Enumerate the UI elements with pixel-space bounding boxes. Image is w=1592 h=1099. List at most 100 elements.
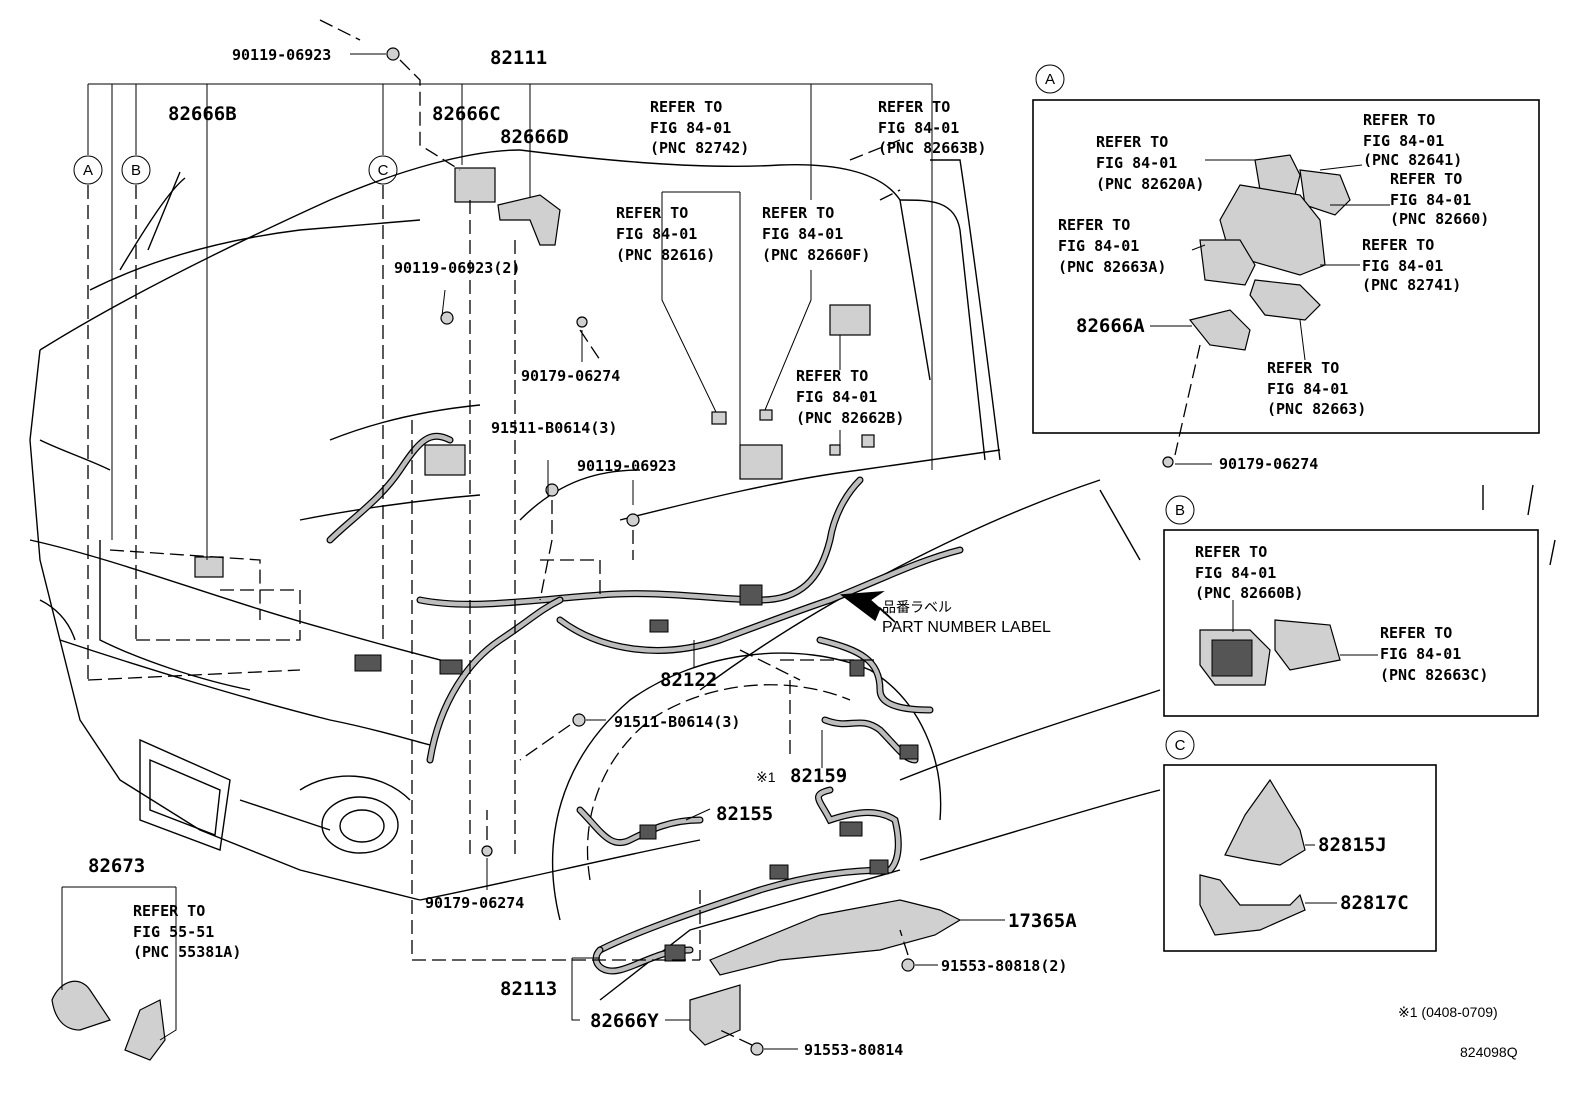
svg-text:FIG 84-01: FIG 84-01	[1363, 132, 1444, 150]
edge-strokes	[1482, 484, 1556, 566]
label-82673: 82673	[88, 855, 145, 877]
svg-text:REFER TO: REFER TO	[1267, 359, 1339, 377]
label-82122: 82122	[660, 669, 717, 691]
svg-text:(PNC 82660B): (PNC 82660B)	[1195, 584, 1303, 602]
svg-text:FIG 84-01: FIG 84-01	[1267, 380, 1348, 398]
label-82666d: 82666D	[500, 126, 569, 148]
svg-text:(PNC 82663): (PNC 82663)	[1267, 400, 1366, 418]
svg-text:(PNC 82662B): (PNC 82662B)	[796, 409, 904, 427]
svg-text:(PNC 55381A): (PNC 55381A)	[133, 943, 241, 961]
label-17365a: 17365A	[1008, 910, 1077, 932]
refer-82641: REFER TO FIG 84-01 (PNC 82641)	[1363, 111, 1462, 169]
svg-text:FIG 84-01: FIG 84-01	[1380, 645, 1461, 663]
label-82815j: 82815J	[1318, 834, 1387, 856]
label-note-mark: ※1	[756, 769, 776, 785]
svg-text:(PNC 82663C): (PNC 82663C)	[1380, 666, 1488, 684]
inset-b: B REFER TO FIG 84-01 (PNC 82660B) REFER …	[1163, 495, 1539, 717]
svg-text:REFER TO: REFER TO	[1195, 543, 1267, 561]
label-part-number-en: PART NUMBER LABEL	[882, 619, 1051, 636]
svg-text:FIG 84-01: FIG 84-01	[1195, 564, 1276, 582]
main-wire-harness	[194, 304, 964, 975]
label-clip-1: 90179-06274	[521, 367, 620, 385]
figure-id: 824098Q	[1460, 1044, 1518, 1060]
refer-82742: REFER TO FIG 84-01 (PNC 82742)	[650, 98, 749, 157]
main-parts	[51, 47, 962, 1061]
callout-c: C	[368, 155, 398, 185]
refer-82663: REFER TO FIG 84-01 (PNC 82663)	[1267, 359, 1366, 418]
callout-a: A	[73, 155, 103, 185]
label-inset-a-clip: 90179-06274	[1219, 455, 1318, 473]
bracket-82666y	[689, 984, 741, 1046]
footer-note: ※1 (0408-0709)	[1398, 1004, 1498, 1020]
block-82666c	[454, 167, 496, 203]
svg-text:REFER TO: REFER TO	[133, 902, 205, 920]
vehicle-outline	[29, 149, 1161, 1001]
refer-82620a: REFER TO FIG 84-01 (PNC 82620A)	[1096, 133, 1204, 193]
label-82155: 82155	[716, 803, 773, 825]
svg-text:REFER TO: REFER TO	[616, 204, 688, 222]
svg-text:B: B	[131, 162, 141, 179]
svg-text:A: A	[83, 162, 93, 179]
inset-c: C 82815J 82817C	[1163, 730, 1437, 952]
svg-text:REFER TO: REFER TO	[1390, 170, 1462, 188]
label-nut-3a: 91511-B0614(3)	[491, 419, 617, 437]
svg-text:REFER TO: REFER TO	[1363, 111, 1435, 129]
bracket-82666d	[497, 194, 561, 246]
label-82666b: 82666B	[168, 103, 237, 125]
svg-text:REFER TO: REFER TO	[1380, 624, 1452, 642]
main-labels: 90119-06923 82111 82666B 82666C 82666D 9…	[88, 46, 1077, 1059]
refer-82660: REFER TO FIG 84-01 (PNC 82660)	[1390, 170, 1489, 228]
refer-82662b: REFER TO FIG 84-01 (PNC 82662B)	[796, 367, 904, 427]
inset-a-tag: A	[1045, 71, 1055, 88]
label-82666a: 82666A	[1076, 315, 1145, 337]
svg-text:REFER TO: REFER TO	[650, 98, 722, 116]
label-bolt-2: 90119-06923(2)	[394, 259, 520, 277]
svg-text:REFER TO: REFER TO	[878, 98, 950, 116]
label-82111: 82111	[490, 47, 547, 69]
leader-lines	[61, 19, 1005, 1050]
label-82666c: 82666C	[432, 103, 501, 125]
svg-text:REFER TO: REFER TO	[796, 367, 868, 385]
svg-text:(PNC 82660F): (PNC 82660F)	[762, 246, 870, 264]
svg-text:FIG 55-51: FIG 55-51	[133, 923, 214, 941]
label-82159: 82159	[790, 765, 847, 787]
inset-c-tag: C	[1175, 737, 1186, 754]
label-82817c: 82817C	[1340, 892, 1409, 914]
svg-text:FIG 84-01: FIG 84-01	[878, 119, 959, 137]
svg-text:FIG 84-01: FIG 84-01	[650, 119, 731, 137]
refer-82663b: REFER TO FIG 84-01 (PNC 82663B)	[878, 98, 986, 157]
refer-55381a: REFER TO FIG 55-51 (PNC 55381A)	[133, 902, 241, 961]
part-number-label-arrow	[839, 591, 896, 623]
refer-82741: REFER TO FIG 84-01 (PNC 82741)	[1362, 236, 1461, 294]
refer-82660b: REFER TO FIG 84-01 (PNC 82660B)	[1195, 543, 1303, 602]
svg-text:REFER TO: REFER TO	[1096, 133, 1168, 151]
label-82666y: 82666Y	[590, 1010, 659, 1032]
svg-text:(PNC 82616): (PNC 82616)	[616, 246, 715, 264]
svg-text:FIG 84-01: FIG 84-01	[796, 388, 877, 406]
svg-text:REFER TO: REFER TO	[1362, 236, 1434, 254]
refer-82616: REFER TO FIG 84-01 (PNC 82616)	[616, 204, 715, 264]
svg-text:FIG 84-01: FIG 84-01	[1096, 154, 1177, 172]
label-bolt-b: 90119-06923	[577, 457, 676, 475]
bracket-82673a	[51, 980, 111, 1031]
svg-text:FIG 84-01: FIG 84-01	[762, 225, 843, 243]
svg-text:C: C	[378, 162, 389, 179]
svg-text:FIG 84-01: FIG 84-01	[1390, 191, 1471, 209]
label-clip-2: 90179-06274	[425, 894, 524, 912]
shield-17365a	[709, 899, 962, 976]
svg-text:FIG 84-01: FIG 84-01	[1362, 257, 1443, 275]
svg-text:(PNC 82741): (PNC 82741)	[1362, 276, 1461, 294]
label-bolt-c: 91553-80814	[804, 1041, 903, 1059]
label-bolt-d: 91553-80818(2)	[941, 957, 1067, 975]
svg-text:REFER TO: REFER TO	[762, 204, 834, 222]
inset-b-tag: B	[1175, 502, 1185, 519]
refer-82660f: REFER TO FIG 84-01 (PNC 82660F)	[762, 204, 870, 264]
footer: ※1 (0408-0709) 824098Q	[1398, 1004, 1518, 1060]
refer-82663c: REFER TO FIG 84-01 (PNC 82663C)	[1380, 624, 1488, 684]
refer-82663a: REFER TO FIG 84-01 (PNC 82663A)	[1058, 216, 1166, 276]
inset-a: A REFER TO FIG 84-01 (PNC 82620A) REFER …	[1032, 64, 1540, 473]
svg-text:FIG 84-01: FIG 84-01	[1058, 237, 1139, 255]
label-82113: 82113	[500, 978, 557, 1000]
svg-text:(PNC 82620A): (PNC 82620A)	[1096, 175, 1204, 193]
